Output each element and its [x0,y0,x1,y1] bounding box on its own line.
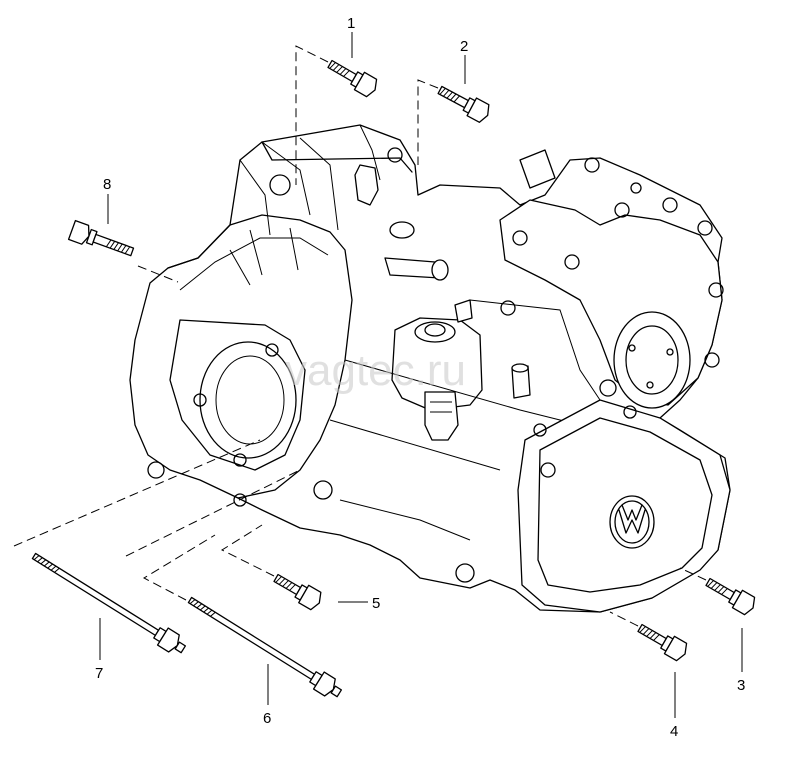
callouts: 1 2 3 4 5 6 7 8 [95,15,745,740]
callout-1: 1 [347,15,355,32]
callout-4: 4 [670,723,678,740]
vw-logo [609,495,655,549]
bolt-7 [31,552,187,654]
bolt-3 [705,577,756,616]
callout-6: 6 [263,710,271,727]
bolt-1 [327,59,378,98]
gearbox-housing [129,124,731,613]
callout-3: 3 [737,677,745,694]
bolt-2 [437,85,490,123]
callout-8: 8 [103,176,111,193]
bolt-8 [67,219,135,257]
bolt-6 [187,596,343,698]
bolt-4 [637,623,688,662]
assembly-lines [13,45,707,627]
bolt-5 [273,573,322,611]
callout-2: 2 [460,38,468,55]
callout-7: 7 [95,665,103,682]
callout-5: 5 [372,595,380,612]
watermark: vagtec.ru [285,346,466,395]
